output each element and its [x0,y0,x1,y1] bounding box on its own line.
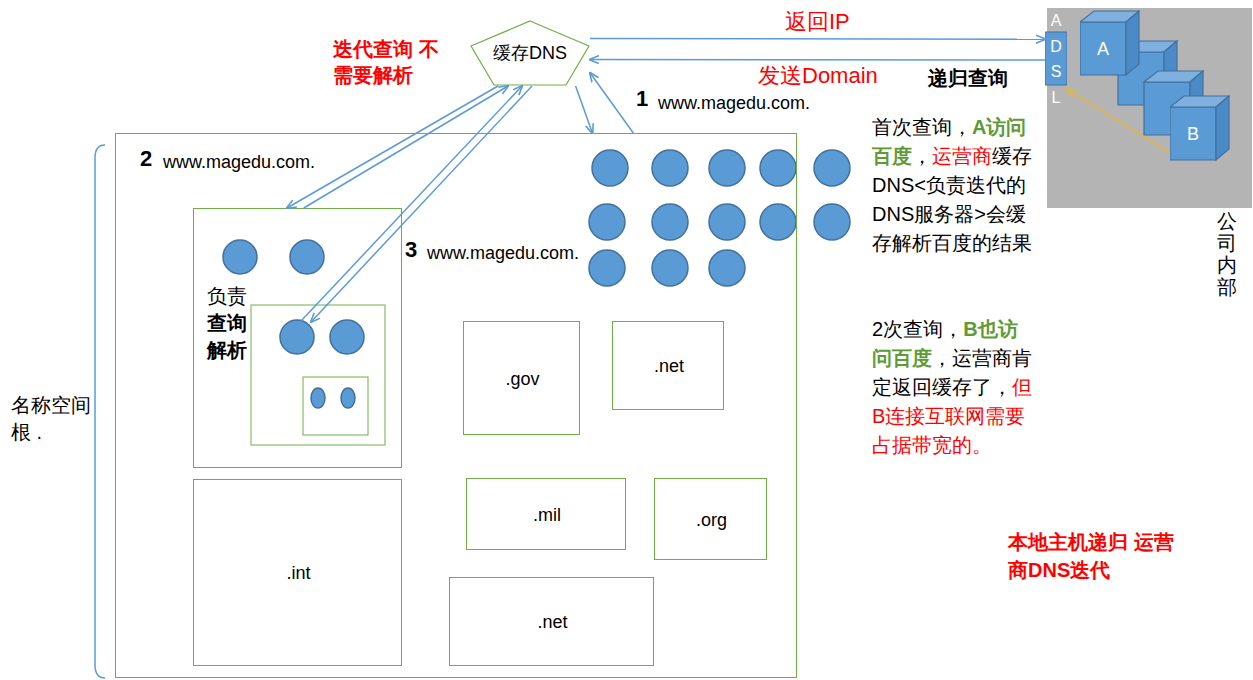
cube-outline [1080,10,1140,76]
callout-number: 1 [636,86,648,112]
query-domain: www.magedu.com. [427,243,579,265]
pentagon-outline [471,21,589,85]
note-text: ， [912,145,932,167]
tld-box: .net [449,577,654,666]
query-arrow [576,86,593,133]
annotation: 迭代查询 不需要解析 [333,36,443,88]
note-text: 2次查询， [872,318,963,340]
query-domain: www.magedu.com. [163,152,315,174]
tld-box: .gov [463,321,580,435]
note-text: 运营商 [932,145,992,167]
query-arrow [590,38,1045,40]
cube-face [1170,107,1216,160]
server-dot [814,150,850,186]
query-arrow [590,73,633,133]
server-dot [652,250,688,286]
cube-face [1126,11,1139,75]
cube-face [1216,96,1229,160]
cache-dns-pentagon: 缓存DNS [470,20,590,86]
server-dot [652,150,688,186]
note-text: 首次查询， [872,116,972,138]
server-dot [814,204,850,240]
subdomain-box [251,305,385,445]
node-label: ADSL [1048,8,1064,110]
query-domain: www.magedu.com. [658,93,810,115]
adsl-bar: ADSL [1045,8,1067,112]
node-label: 查询 解析 [207,310,251,364]
query-arrow [1067,89,1170,153]
tld-box: .org [654,478,767,560]
query-arrow [304,86,508,208]
server-dot [223,240,257,274]
query-arrow [287,86,498,208]
node-label: .org [696,509,727,532]
server-dot [652,204,688,240]
server-dot [589,250,625,286]
query-arrow [301,86,522,321]
node-label: 名称空间 根 . [11,392,95,446]
server-dot [709,204,745,240]
resolver-domain-box: 负责查询 解析 [193,208,402,468]
server-dot [760,204,796,240]
summary-note: 本地主机递归 运营商DNS迭代 [1008,528,1178,584]
node-label: 公司内部 [1217,210,1237,298]
callout-number: 2 [140,146,152,172]
namespace-bracket [95,145,105,678]
server-dot [589,204,625,240]
server-dot [280,320,314,354]
callout-number: 3 [405,237,417,263]
query-arrow [311,86,532,322]
server-dot [709,150,745,186]
node-label: 负责 [207,283,251,310]
cube-face [1080,22,1126,75]
annotation: 递归查询 [928,66,1008,90]
server-dot [760,150,796,186]
edge-label: 发送Domain [758,63,878,89]
tld-box: .int [193,479,402,666]
host-cube: A [1080,10,1140,76]
server-dot [330,320,364,354]
node-label: A [1097,38,1109,61]
node-label: .net [537,611,567,634]
tld-box: .mil [466,478,626,550]
node-label: 缓存DNS [493,42,567,65]
server-dot [592,150,628,186]
node-label: .mil [533,504,561,527]
node-label: .gov [505,368,539,391]
cube-outline [1170,95,1230,161]
server-dot [311,388,325,408]
server-dot [709,250,745,286]
subdomain-box [303,377,368,435]
edge-label: 返回IP [785,9,850,35]
node-label: .int [286,562,310,585]
query-arrow [590,59,1045,61]
node-label: B [1187,123,1199,146]
node-label: .net [654,355,684,378]
server-dot [341,388,355,408]
host-cube: B [1170,95,1230,161]
company-panel: 公司内部ADSLAB [1047,8,1252,208]
namespace-root-box: 名称空间 根 .负责查询 解析.gov.net.int.mil.org.net [115,133,797,678]
tld-box: .net [612,321,724,410]
server-dot [290,240,324,274]
